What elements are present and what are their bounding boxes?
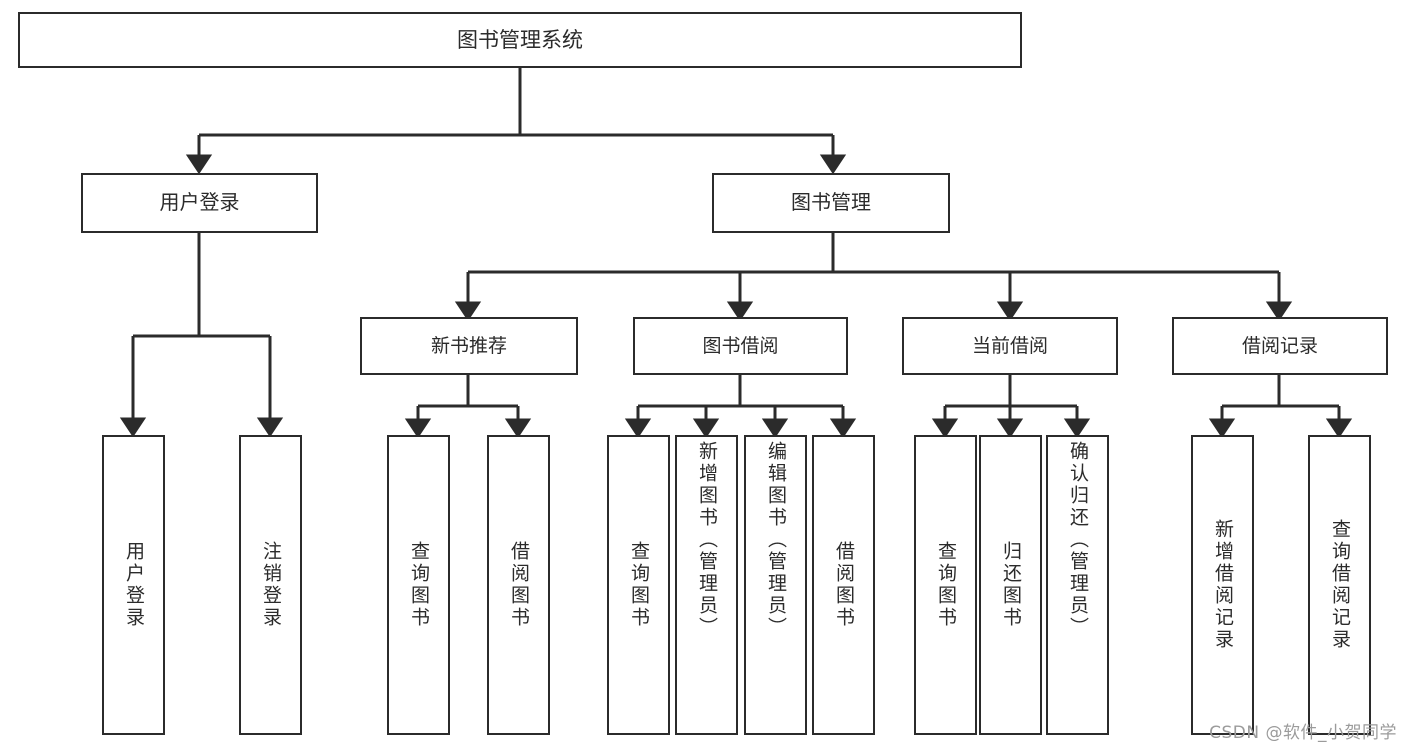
node-user-login-label: 用户登录 xyxy=(159,190,240,215)
node-current-borrow-label: 当前借阅 xyxy=(971,334,1048,357)
leaf-book-borrow-borrow-label: 借阅图书 xyxy=(833,541,855,629)
leaf-book-borrow-add[interactable]: 新增图书（管理员） xyxy=(675,435,738,735)
leaf-current-borrow-confirm-label: 确认归还（管理员） xyxy=(1067,441,1089,639)
leaf-current-borrow-return[interactable]: 归还图书 xyxy=(979,435,1042,735)
node-book-management-label: 图书管理 xyxy=(791,190,871,215)
node-root-system[interactable]: 图书管理系统 xyxy=(18,12,1022,68)
leaf-user-login-login[interactable]: 用户登录 xyxy=(102,435,165,735)
leaf-book-borrow-borrow[interactable]: 借阅图书 xyxy=(812,435,875,735)
leaf-new-book-query-label: 查询图书 xyxy=(408,541,430,629)
leaf-user-login-logout[interactable]: 注销登录 xyxy=(239,435,302,735)
leaf-current-borrow-confirm[interactable]: 确认归还（管理员） xyxy=(1046,435,1109,735)
node-borrow-record-label: 借阅记录 xyxy=(1241,334,1318,357)
leaf-book-borrow-query-label: 查询图书 xyxy=(628,541,650,629)
leaf-book-borrow-edit-label: 编辑图书（管理员） xyxy=(765,441,787,639)
leaf-book-borrow-query[interactable]: 查询图书 xyxy=(607,435,670,735)
watermark-text: CSDN @软件_小贺同学 xyxy=(1209,723,1397,743)
node-user-login[interactable]: 用户登录 xyxy=(81,173,318,233)
node-root-system-label: 图书管理系统 xyxy=(457,27,583,52)
node-current-borrow[interactable]: 当前借阅 xyxy=(902,317,1118,375)
leaf-current-borrow-return-label: 归还图书 xyxy=(1000,541,1022,629)
leaf-book-borrow-edit[interactable]: 编辑图书（管理员） xyxy=(744,435,807,735)
node-book-borrow[interactable]: 图书借阅 xyxy=(633,317,848,375)
leaf-new-book-query[interactable]: 查询图书 xyxy=(387,435,450,735)
node-new-book-recommend[interactable]: 新书推荐 xyxy=(360,317,578,375)
node-borrow-record[interactable]: 借阅记录 xyxy=(1172,317,1388,375)
leaf-book-borrow-add-label: 新增图书（管理员） xyxy=(696,441,718,639)
node-book-borrow-label: 图书借阅 xyxy=(702,334,779,357)
node-book-management[interactable]: 图书管理 xyxy=(712,173,950,233)
leaf-user-login-login-label: 用户登录 xyxy=(123,541,145,629)
leaf-new-book-borrow[interactable]: 借阅图书 xyxy=(487,435,550,735)
leaf-borrow-record-query[interactable]: 查询借阅记录 xyxy=(1308,435,1371,735)
leaf-new-book-borrow-label: 借阅图书 xyxy=(508,541,530,629)
leaf-current-borrow-query[interactable]: 查询图书 xyxy=(914,435,977,735)
leaf-current-borrow-query-label: 查询图书 xyxy=(935,541,957,629)
leaf-borrow-record-add[interactable]: 新增借阅记录 xyxy=(1191,435,1254,735)
leaf-user-login-logout-label: 注销登录 xyxy=(260,541,282,629)
leaf-borrow-record-add-label: 新增借阅记录 xyxy=(1212,519,1234,651)
leaf-borrow-record-query-label: 查询借阅记录 xyxy=(1329,519,1351,651)
node-new-book-recommend-label: 新书推荐 xyxy=(430,334,507,357)
